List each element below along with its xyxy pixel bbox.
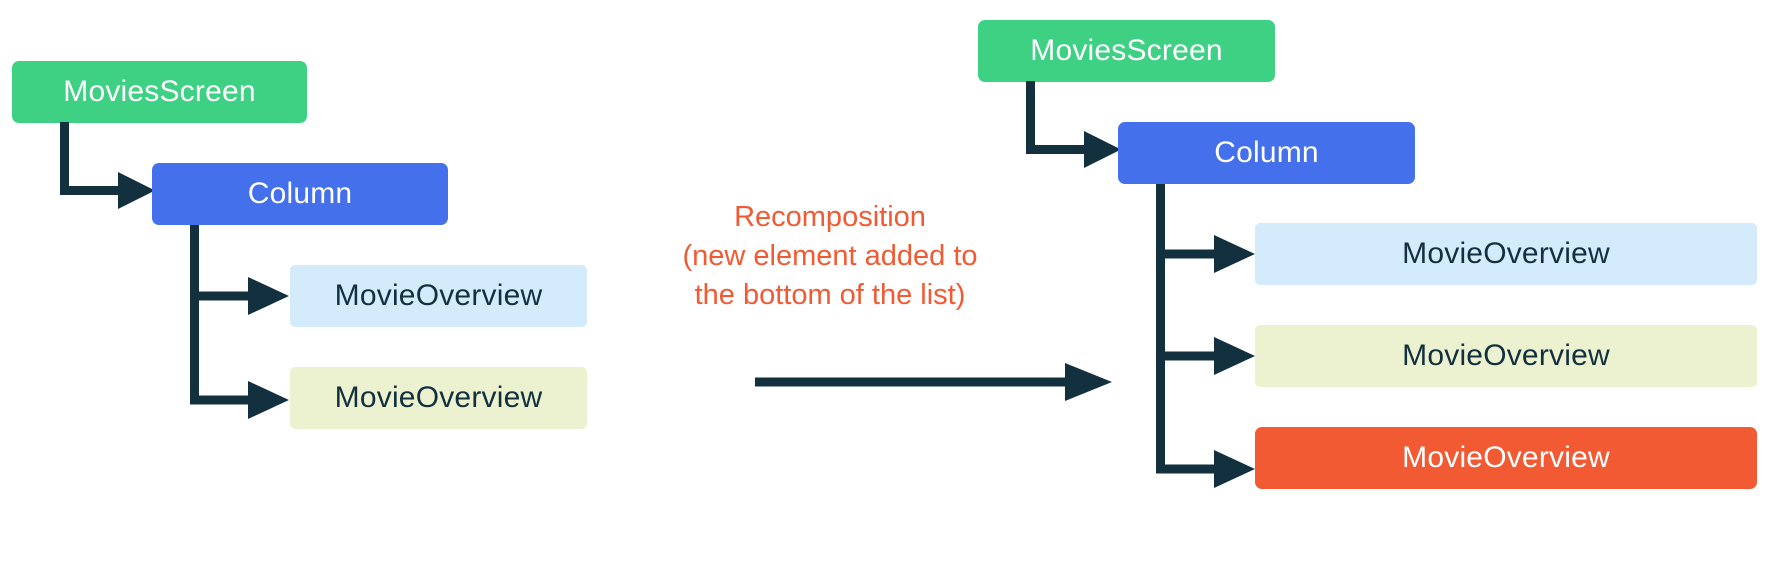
left-node-movies-screen-label: MoviesScreen bbox=[63, 75, 256, 108]
recomposition-caption: Recomposition (new element added to the … bbox=[682, 201, 978, 311]
right-connector-column-to-children bbox=[1156, 184, 1255, 488]
left-connector-screen-to-column bbox=[60, 122, 155, 209]
right-node-movie-overview-2: MovieOverview bbox=[1255, 325, 1757, 387]
right-node-movie-overview-1-label: MovieOverview bbox=[1402, 237, 1610, 270]
left-node-movie-overview-1-label: MovieOverview bbox=[334, 279, 543, 312]
left-node-movie-overview-2-label: MovieOverview bbox=[334, 381, 543, 414]
right-node-movie-overview-3: MovieOverview bbox=[1255, 427, 1757, 489]
right-node-movie-overview-2-label: MovieOverview bbox=[1402, 339, 1610, 372]
right-node-movie-overview-1: MovieOverview bbox=[1255, 223, 1757, 285]
right-connector-screen-to-column bbox=[1026, 81, 1121, 168]
left-node-column: Column bbox=[152, 163, 448, 225]
right-node-movie-overview-3-label: MovieOverview bbox=[1402, 441, 1610, 474]
left-node-movie-overview-1: MovieOverview bbox=[290, 265, 587, 327]
recomposition-arrow-icon bbox=[755, 363, 1112, 401]
right-node-movies-screen-label: MoviesScreen bbox=[1030, 34, 1223, 67]
right-node-movies-screen: MoviesScreen bbox=[978, 20, 1275, 82]
left-node-column-label: Column bbox=[247, 177, 353, 210]
right-node-column-label: Column bbox=[1214, 136, 1319, 169]
left-connector-column-to-children bbox=[190, 225, 289, 419]
right-node-column: Column bbox=[1118, 122, 1415, 184]
left-node-movie-overview-2: MovieOverview bbox=[290, 367, 587, 429]
left-node-movies-screen: MoviesScreen bbox=[12, 61, 307, 123]
